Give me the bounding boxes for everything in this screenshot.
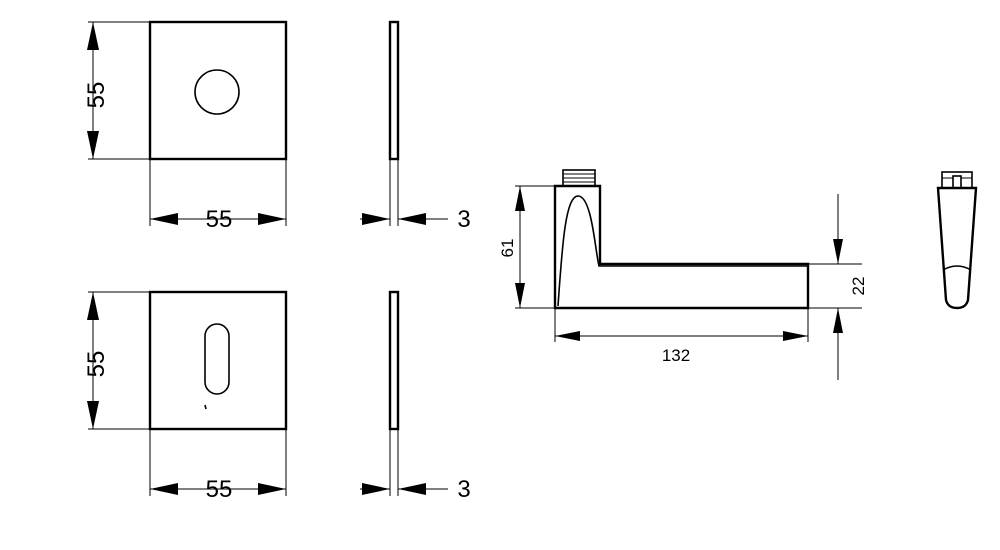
escutcheon-mark [204, 404, 207, 410]
escutcheon-width-label: 55 [206, 476, 233, 503]
escutcheon-front-view [148, 290, 288, 431]
handle-height-dimension: 61 [498, 185, 555, 309]
escutcheon-side-profile [388, 290, 400, 431]
rose-front-view [148, 20, 288, 161]
handle-neck-curve [557, 195, 808, 307]
escutcheon-height-label: 55 [83, 351, 110, 378]
rose-height-dimension: 55 [83, 21, 150, 160]
handle-end-body [936, 186, 978, 310]
handle-grip-label: 22 [849, 277, 868, 296]
rose-thickness-dimension: 3 [360, 206, 471, 233]
rose-thickness-label: 3 [457, 206, 470, 233]
escutcheon-side-view [388, 290, 400, 496]
handle-end-grip-line [942, 265, 972, 271]
rose-width-label: 55 [206, 206, 233, 233]
rose-side-view [388, 20, 400, 226]
handle-body [553, 184, 810, 310]
handle-end-view [936, 171, 978, 310]
handle-grip-dimension: 22 [808, 194, 868, 380]
rose-spindle-hole [194, 69, 240, 115]
rose-height-label: 55 [83, 82, 110, 109]
rose-plate [148, 20, 288, 161]
handle-length-label: 132 [662, 346, 690, 365]
escutcheon-thickness-label: 3 [457, 476, 470, 503]
handle-height-label: 61 [498, 239, 517, 258]
handle-end-connector [941, 171, 973, 189]
escutcheon-plate [148, 290, 288, 431]
escutcheon-thickness-dimension: 3 [360, 476, 471, 503]
rose-width-dimension: 55 [149, 159, 287, 233]
handle-spindle-connector [562, 169, 596, 187]
escutcheon-height-dimension: 55 [83, 291, 150, 430]
escutcheon-width-dimension: 55 [149, 429, 287, 503]
handle-length-dimension: 132 [554, 308, 809, 365]
escutcheon-keyhole [204, 323, 230, 395]
rose-side-profile [388, 20, 400, 161]
handle-side-view [553, 169, 810, 310]
